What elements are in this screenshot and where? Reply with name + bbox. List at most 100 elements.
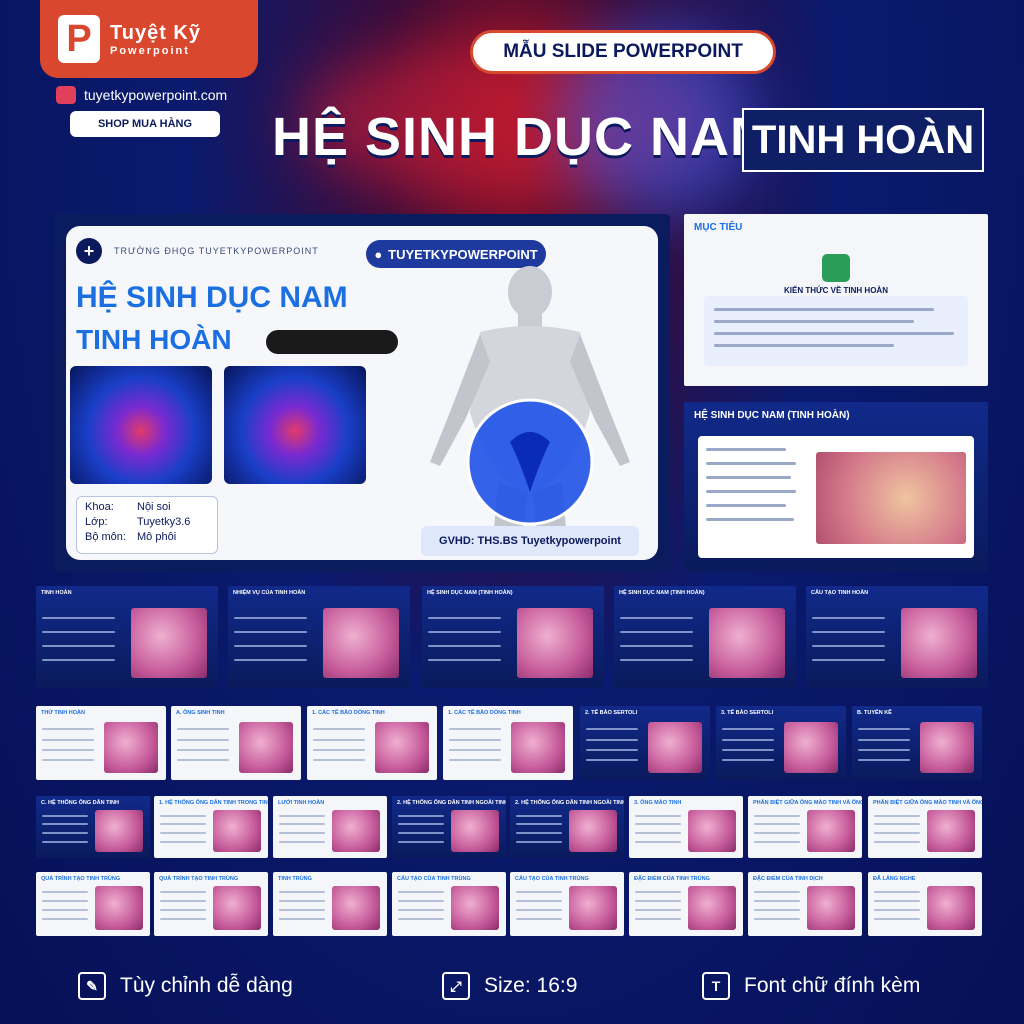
thumbnail-title: 2. HỆ THỐNG ỐNG DẪN TINH NGOÀI TINH HOÀN <box>515 800 624 806</box>
thumbnail-title: HỆ SINH DỤC NAM (TINH HOÀN) <box>619 590 705 596</box>
school-name: TRƯỜNG ĐHQG TUYETKYPOWERPOINT <box>114 246 319 256</box>
feature-customize: ✎ Tùy chỉnh dễ dàng <box>78 972 293 1000</box>
instructor-label: GVHD: THS.BS Tuyetkypowerpoint <box>421 526 639 556</box>
thumbnail-title: TINH HOÀN <box>41 590 72 596</box>
slide-thumbnail[interactable]: PHÂN BIỆT GIỮA ỐNG MÀO TINH VÀ ỐNG SINH … <box>868 796 982 858</box>
thumbnail-title: ĐẶC ĐIỂM CỦA TINH TRÙNG <box>634 876 710 882</box>
slide-title-line1: HỆ SINH DỤC NAM <box>76 281 348 314</box>
slide-thumbnail[interactable]: QUÁ TRÌNH TẠO TINH TRÙNG <box>154 872 268 936</box>
slide-thumbnail[interactable]: 2. HỆ THỐNG ỐNG DẪN TINH NGOÀI TINH HOÀN <box>510 796 624 858</box>
thumbnail-image <box>510 722 566 773</box>
thumbnail-image <box>322 608 400 678</box>
thumbnail-title: 1. CÁC TẾ BÀO DÒNG TINH <box>448 710 521 716</box>
thumbnail-image <box>332 809 381 852</box>
slide-thumbnail[interactable]: 1. CÁC TẾ BÀO DÒNG TINH <box>443 706 573 780</box>
thumbnail-image <box>927 809 976 852</box>
system-slide[interactable]: HỆ SINH DỤC NAM (TINH HOÀN) <box>684 402 988 572</box>
thumbnail-title: 2. HỆ THỐNG ỐNG DẪN TINH NGOÀI TINH HOÀN <box>397 800 506 806</box>
brand-logo[interactable]: P Tuyệt Kỹ Powerpoint <box>40 0 258 78</box>
thumbnail-image <box>95 809 144 852</box>
thumbnail-image <box>451 809 500 852</box>
decorative-pill <box>266 330 398 354</box>
slide-thumbnail[interactable]: NHIỆM VỤ CỦA TINH HOÀN <box>228 586 410 688</box>
slide-thumbnail[interactable]: ĐÃ LẮNG NGHE <box>868 872 982 936</box>
footer-features: ✎ Tùy chỉnh dễ dàng ⤢ Size: 16:9 T Font … <box>0 950 1024 1024</box>
thumbnail-image <box>807 886 856 930</box>
slide-thumbnail[interactable]: TINH TRÙNG <box>273 872 387 936</box>
slide-thumbnail[interactable]: THỨ TINH HOÀN <box>36 706 166 780</box>
slide-thumbnail[interactable]: CẤU TẠO CỦA TINH TRÙNG <box>392 872 506 936</box>
anatomy-image-1 <box>70 366 212 484</box>
course-info: Khoa:Nội soi Lớp:Tuyetky3.6 Bộ môn:Mô ph… <box>76 496 218 554</box>
thumbnail-image <box>688 809 737 852</box>
slide-thumbnail[interactable]: 1. CÁC TẾ BÀO DÒNG TINH <box>307 706 437 780</box>
slide-thumbnail[interactable]: HỆ SINH DỤC NAM (TINH HOÀN) <box>422 586 604 688</box>
slide-thumbnail[interactable]: 3. TẾ BÀO SERTOLI <box>716 706 846 780</box>
slide-thumbnail[interactable]: TINH HOÀN <box>36 586 218 688</box>
objectives-slide[interactable]: MỤC TIÊU KIẾN THỨC VỀ TINH HOÀN <box>684 214 988 386</box>
thumbnail-image <box>103 722 159 773</box>
thumbnail-image <box>919 722 975 773</box>
slide-thumbnail[interactable]: C. HỆ THỐNG ỐNG DẪN TINH <box>36 796 150 858</box>
thumbnail-title: THỨ TINH HOÀN <box>41 710 85 716</box>
thumbnail-image <box>900 608 978 678</box>
main-slide-preview[interactable]: + TRƯỜNG ĐHQG TUYETKYPOWERPOINT ● TUYETK… <box>54 214 670 572</box>
font-icon: T <box>702 972 730 1000</box>
thumbnail-image <box>569 886 618 930</box>
thumbnail-title: LƯỚI TINH HOÀN <box>278 800 325 806</box>
brand-name: Tuyệt Kỹ <box>110 21 201 44</box>
slide-thumbnail[interactable]: ĐẶC ĐIỂM CỦA TINH TRÙNG <box>629 872 743 936</box>
feature-font: T Font chữ đính kèm <box>702 972 920 1000</box>
thumbnail-image <box>213 886 262 930</box>
cart-icon <box>56 86 76 104</box>
website-link[interactable]: tuyetkypowerpoint.com <box>56 86 227 104</box>
thumbnail-title: PHÂN BIỆT GIỮA ỐNG MÀO TINH VÀ ỐNG SINH … <box>753 800 862 806</box>
slide-thumbnail[interactable]: PHÂN BIỆT GIỮA ỐNG MÀO TINH VÀ ỐNG SINH … <box>748 796 862 858</box>
slide-thumbnail[interactable]: 2. TẾ BÀO SERTOLI <box>580 706 710 780</box>
thumbnail-title: QUÁ TRÌNH TẠO TINH TRÙNG <box>159 876 239 882</box>
slide-thumbnail[interactable]: CẤU TẠO CỦA TINH TRÙNG <box>510 872 624 936</box>
slide-thumbnail[interactable]: B. TUYẾN KẼ <box>852 706 982 780</box>
slide-thumbnail[interactable]: 3. ỐNG MÀO TINH <box>629 796 743 858</box>
edit-icon: ✎ <box>78 972 106 1000</box>
objectives-heading: KIẾN THỨC VỀ TINH HOÀN <box>784 286 888 295</box>
thumbnail-title: CẤU TẠO TINH HOÀN <box>811 590 869 596</box>
thumbnail-title: PHÂN BIỆT GIỮA ỐNG MÀO TINH VÀ ỐNG SINH … <box>873 800 982 806</box>
thumbnail-image <box>569 809 618 852</box>
thumbnail-title: ĐÃ LẮNG NGHE <box>873 876 916 882</box>
thumbnail-title: CẤU TẠO CỦA TINH TRÙNG <box>515 876 589 882</box>
brand-tagline: Powerpoint <box>110 44 190 57</box>
logo-p-icon: P <box>58 15 100 63</box>
thumbnail-image <box>688 886 737 930</box>
slide-thumbnail[interactable]: A. ỐNG SINH TINH <box>171 706 301 780</box>
thumbnail-image <box>708 608 786 678</box>
slide-thumbnail[interactable]: QUÁ TRÌNH TẠO TINH TRÙNG <box>36 872 150 936</box>
slide-thumbnail[interactable]: 2. HỆ THỐNG ỐNG DẪN TINH NGOÀI TINH HOÀN <box>392 796 506 858</box>
thumbnail-title: C. HỆ THỐNG ỐNG DẪN TINH <box>41 800 119 806</box>
thumbnail-image <box>783 722 839 773</box>
group-icon: ● <box>374 246 383 262</box>
male-body-illustration <box>430 266 630 552</box>
slide-thumbnail[interactable]: LƯỚI TINH HOÀN <box>273 796 387 858</box>
feature-size: ⤢ Size: 16:9 <box>442 972 577 1000</box>
thumbnail-title: 3. TẾ BÀO SERTOLI <box>721 710 774 716</box>
thumbnail-title: CẤU TẠO CỦA TINH TRÙNG <box>397 876 471 882</box>
thumbnail-title: 3. ỐNG MÀO TINH <box>634 800 682 806</box>
shop-button[interactable]: SHOP MUA HÀNG <box>70 111 220 137</box>
anatomy-image-2 <box>224 366 366 484</box>
thumbnail-image <box>927 886 976 930</box>
template-badge: MẪU SLIDE POWERPOINT <box>470 30 776 74</box>
slide-thumbnail[interactable]: HỆ SINH DỤC NAM (TINH HOÀN) <box>614 586 796 688</box>
slide-thumbnail[interactable]: 1. HỆ THỐNG ỐNG DẪN TINH TRONG TINH HOÀN <box>154 796 268 858</box>
slide-thumbnail[interactable]: ĐẶC ĐIỂM CỦA TINH DỊCH <box>748 872 862 936</box>
plus-icon: + <box>76 238 102 264</box>
anatomy-diagram <box>816 452 966 544</box>
thumbnail-image <box>332 886 381 930</box>
website-text: tuyetkypowerpoint.com <box>84 87 228 103</box>
page-subtitle: TINH HOÀN <box>742 108 984 172</box>
brain-icon <box>822 254 850 282</box>
thumbnail-image <box>374 722 430 773</box>
page-title: HỆ SINH DỤC NAM <box>272 107 777 167</box>
slide-thumbnail[interactable]: CẤU TẠO TINH HOÀN <box>806 586 988 688</box>
system-title: HỆ SINH DỤC NAM (TINH HOÀN) <box>694 410 850 421</box>
